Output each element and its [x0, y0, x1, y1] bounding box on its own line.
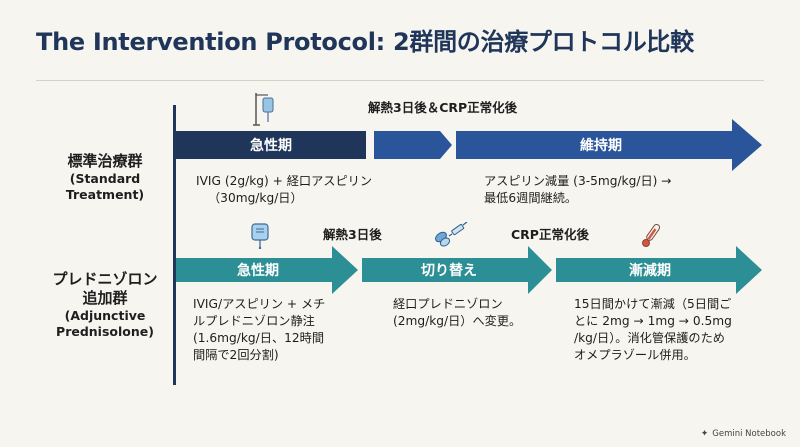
adjunctive-acute-desc-line-4: 間隔で2回分割) [193, 348, 279, 362]
adjunctive-switch-shape [362, 246, 552, 294]
adjunctive-taper-shape [556, 246, 762, 294]
standard-acute-shape [176, 131, 366, 159]
standard-maintenance-desc-line-1: アスピリン減量 (3-5mg/kg/日) → [484, 174, 672, 188]
adjunctive-acute-desc-line-3: (1.6mg/kg/日、12時間 [193, 331, 325, 345]
adjunctive-milestone-2: CRP正常化後 [511, 227, 589, 242]
adjunctive-switch-label: 切り替え [421, 263, 477, 279]
watermark: ✦ Gemini Notebook [701, 429, 786, 439]
standard-maintenance-desc: アスピリン減量 (3-5mg/kg/日) → 最低6週間継続。 [484, 173, 672, 207]
page-title: The Intervention Protocol: 2群間の治療プロトコル比較 [36, 28, 694, 56]
standard-acute-bar: 急性期 [176, 131, 366, 159]
adjunctive-acute-desc-line-1: IVIG/アスピリン + メチ [193, 297, 326, 311]
standard-maintenance-bar: 維持期 [456, 119, 762, 171]
adjunctive-taper-desc-line-2: とに 2mg → 1mg → 0.5mg [574, 314, 732, 328]
adjunctive-acute-desc-line-2: ルプレドニゾロン静注 [193, 314, 315, 328]
adjunctive-taper-desc-line-3: /kg/日）。消化管保護のため [574, 331, 725, 345]
title-divider [36, 80, 764, 81]
standard-maintenance-label: 維持期 [580, 138, 622, 154]
adjunctive-label-jp-1: プレドニゾロン [52, 270, 158, 288]
adjunctive-acute-shape [176, 246, 358, 294]
adjunctive-taper-label: 漸減期 [629, 263, 671, 279]
standard-group-label: 標準治療群 (Standard Treatment) [40, 152, 170, 203]
standard-label-en-2: Treatment) [65, 187, 145, 202]
adjunctive-label-en-1: (Adjunctive [64, 308, 146, 323]
standard-maintenance-desc-line-2: 最低6週間継続。 [484, 191, 578, 205]
adjunctive-label-en-2: Prednisolone) [56, 324, 154, 339]
standard-gap-arrow [374, 131, 452, 159]
standard-acute-desc-line-1: IVIG (2g/kg) + 経口アスピリン [196, 174, 373, 188]
adjunctive-switch-desc-line-1: 経口プレドニゾロン [393, 297, 503, 311]
timeline-axis [173, 105, 176, 385]
adjunctive-taper-desc: 15日間かけて漸減（5日間ご とに 2mg → 1mg → 0.5mg /kg/… [574, 296, 732, 364]
sparkle-icon: ✦ [700, 429, 709, 439]
standard-milestone: 解熱3日後＆CRP正常化後 [368, 100, 518, 115]
adjunctive-acute-desc: IVIG/アスピリン + メチ ルプレドニゾロン静注 (1.6mg/kg/日、1… [193, 296, 325, 364]
thermometer-icon [640, 222, 664, 248]
standard-acute-desc: IVIG (2g/kg) + 経口アスピリン （30mg/kg/日） [196, 173, 372, 207]
adjunctive-group-label: プレドニゾロン 追加群 (Adjunctive Prednisolone) [36, 270, 174, 340]
adjunctive-label-jp-2: 追加群 [82, 289, 128, 307]
adjunctive-taper-desc-line-1: 15日間かけて漸減（5日間ご [574, 297, 732, 311]
standard-label-jp: 標準治療群 [67, 152, 143, 170]
adjunctive-taper-desc-line-4: オメプラゾール併用。 [574, 348, 696, 362]
standard-acute-label: 急性期 [250, 138, 292, 154]
adjunctive-switch-desc-line-2: (2mg/kg/日）へ変更。 [393, 314, 522, 328]
pills-syringe-icon [433, 222, 469, 248]
watermark-text: Gemini Notebook [712, 429, 786, 439]
standard-maintenance-shape [456, 119, 762, 171]
adjunctive-switch-desc: 経口プレドニゾロン (2mg/kg/日）へ変更。 [393, 296, 521, 330]
standard-label-en-1: (Standard [69, 171, 141, 186]
adjunctive-milestone-1: 解熱3日後 [323, 227, 382, 242]
iv-bag-icon [250, 221, 272, 249]
standard-acute-desc-line-2: （30mg/kg/日） [208, 191, 303, 205]
iv-drip-icon [252, 92, 276, 126]
adjunctive-acute-label: 急性期 [237, 263, 279, 279]
